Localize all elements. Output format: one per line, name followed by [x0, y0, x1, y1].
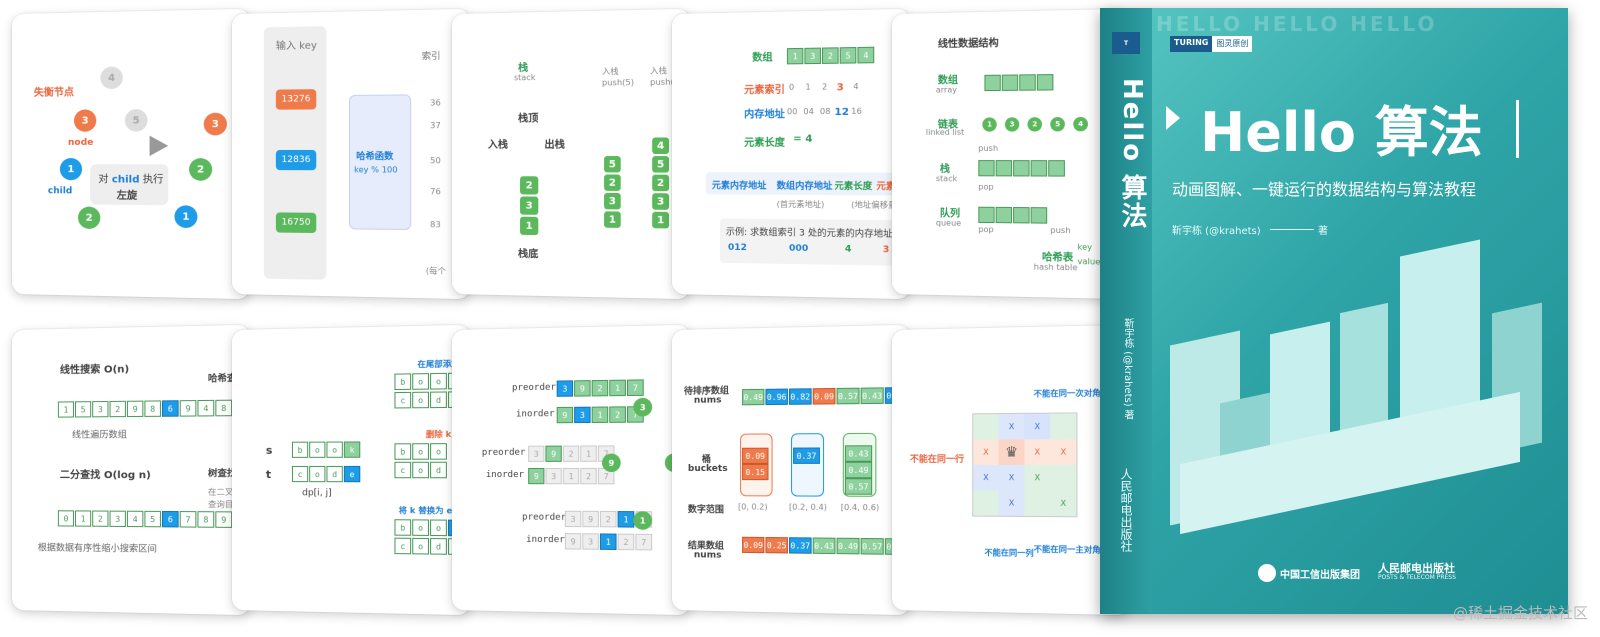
- queen-icon: ♛: [998, 439, 1025, 465]
- input-key-label: 输入 key: [275, 40, 317, 53]
- child-label: child: [47, 186, 73, 197]
- node-1: 1: [59, 158, 83, 181]
- banner-text: HELLO HELLO HELLO: [1156, 12, 1438, 36]
- book-author: 靳宇栋 (@krahets): [1172, 226, 1261, 237]
- book-spine: T Hello 算法 靳宇栋 (@krahets) 著 人民邮电出版社: [1100, 8, 1152, 614]
- book-cover: T Hello 算法 靳宇栋 (@krahets) 著 人民邮电出版社 HELL…: [1100, 8, 1568, 614]
- publisher-1: 中国工信出版集团: [1280, 570, 1360, 581]
- card-avl-rotation: 失衡节点 4 3 5 node 1 child 2 对 child 执行 左旋 …: [12, 8, 251, 300]
- key-3: 16750: [275, 212, 317, 234]
- card-stack: 栈 stack 栈顶 入栈 出栈 栈底 2 3 1 入栈 push(5) 入栈 …: [452, 8, 691, 300]
- publisher-2: 人民邮电出版社: [1378, 562, 1455, 575]
- hash-function-box: 哈希函数 key % 100: [348, 94, 412, 231]
- node-3b: 3: [203, 112, 227, 136]
- card-hash: 输入 key 索引 13276 12836 16750 哈希函数 key % 1…: [232, 8, 471, 300]
- index-label: 索引: [421, 51, 441, 63]
- node-3: 3: [73, 109, 97, 132]
- card-linear-structures: 线性数据结构 数组 array 链表 linked list 1 3 2 5 4…: [892, 8, 1131, 300]
- lost-balance-label: 失衡节点: [33, 87, 74, 99]
- turing-logo: TURING 图灵原创: [1170, 36, 1253, 52]
- spine-title: Hello 算法: [1117, 78, 1147, 231]
- card-bucket-sort: 待排序数组 nums 0.490.960.820.090.570.430.91 …: [672, 324, 911, 616]
- key-2: 12836: [275, 149, 317, 171]
- arrow-icon: [149, 135, 169, 157]
- node-2b: 2: [189, 158, 213, 181]
- key-1: 13276: [275, 89, 317, 110]
- node-5: 5: [124, 109, 148, 132]
- node-1b: 1: [174, 205, 198, 229]
- spine-publisher: 人民邮电出版社: [1119, 468, 1133, 552]
- spine-author: 靳宇栋 (@krahets) 著: [1122, 318, 1133, 420]
- chevron-right-icon: [1166, 106, 1180, 130]
- watermark: @稀土掘金技术社区: [1452, 604, 1588, 622]
- caption-box: 对 child 执行 左旋: [90, 164, 169, 206]
- book-subtitle: 动画图解、一键运行的数据结构与算法教程: [1172, 180, 1477, 199]
- node-2: 2: [78, 206, 101, 230]
- node-label: node: [67, 137, 94, 148]
- node-4: 4: [100, 66, 123, 90]
- book-title: Hello 算法: [1200, 101, 1483, 164]
